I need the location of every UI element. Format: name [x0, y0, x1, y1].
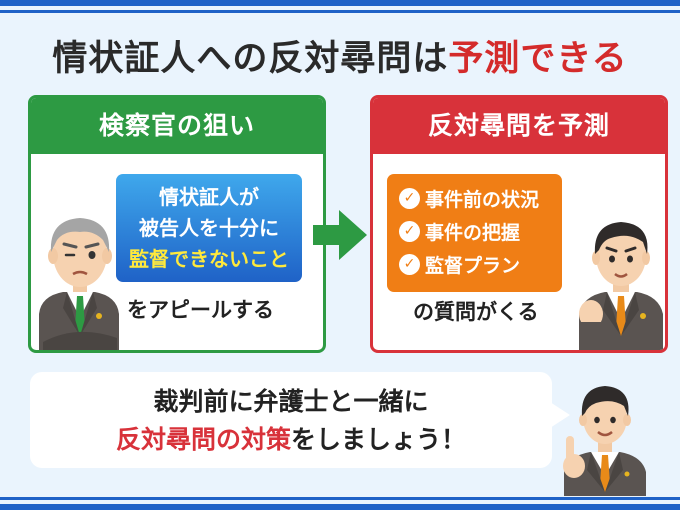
advice-bubble: 裁判前に弁護士と一緒に 反対尋問の対策をしましょう！: [30, 372, 570, 468]
top-stripe: [0, 0, 680, 6]
prosecutor-illustration: [39, 218, 119, 350]
cross-exam-prediction-card: 反対尋問を予測 ✓事件前の状況 ✓事件の把握 ✓監督プラン の質問がくる: [370, 95, 668, 353]
bottom-stripe: [0, 504, 680, 510]
check-icon: ✓: [399, 188, 420, 209]
question-item: ✓事件の把握: [399, 217, 562, 250]
prosecutor-aim-heading: 検察官の狙い: [31, 98, 323, 154]
page-title: 情状証人への反対尋問は予測できる: [0, 30, 680, 81]
prosecutor-aim-footer: をアピールする: [127, 298, 274, 322]
lawyer-pointing-illustration: [563, 386, 646, 496]
advice-line-2: 反対尋問の対策をしましょう！: [30, 421, 552, 459]
question-item: ✓監督プラン: [399, 250, 562, 283]
advice-highlight: 反対尋問の対策: [115, 425, 291, 454]
advice-line-1: 裁判前に弁護士と一緒に: [153, 387, 429, 416]
question-item-label: 事件の把握: [425, 222, 521, 244]
question-item-label: 監督プラン: [425, 255, 521, 277]
arrow-right-icon: [313, 210, 367, 260]
prosecutor-aim-card: 検察官の狙い 情状証人が 被告人を十分に 監督できないこと をアピールする: [28, 95, 326, 353]
question-list-bubble: ✓事件前の状況 ✓事件の把握 ✓監督プラン: [387, 174, 562, 292]
cross-exam-prediction-heading: 反対尋問を予測: [373, 98, 665, 154]
bubble-line: 被告人を十分に: [139, 216, 279, 240]
bubble-line: 情状証人が: [159, 185, 259, 209]
check-icon: ✓: [399, 254, 420, 275]
lawyer-illustration: [579, 222, 663, 350]
title-main: 情状証人への反対尋問は: [52, 39, 449, 79]
bubble-tail: [550, 402, 570, 428]
bottom-stripe-thin: [0, 497, 680, 500]
top-stripe-thin: [0, 10, 680, 13]
question-item-label: 事件前の状況: [425, 189, 540, 211]
cross-exam-prediction-footer: の質問がくる: [413, 300, 539, 324]
advice-rest: をしましょう！: [291, 425, 467, 454]
check-icon: ✓: [399, 221, 420, 242]
prosecutor-aim-bubble: 情状証人が 被告人を十分に 監督できないこと: [116, 174, 302, 282]
title-highlight: 予測できる: [448, 39, 628, 79]
question-item: ✓事件前の状況: [399, 184, 562, 217]
bubble-highlight-line: 監督できないこと: [129, 247, 289, 271]
